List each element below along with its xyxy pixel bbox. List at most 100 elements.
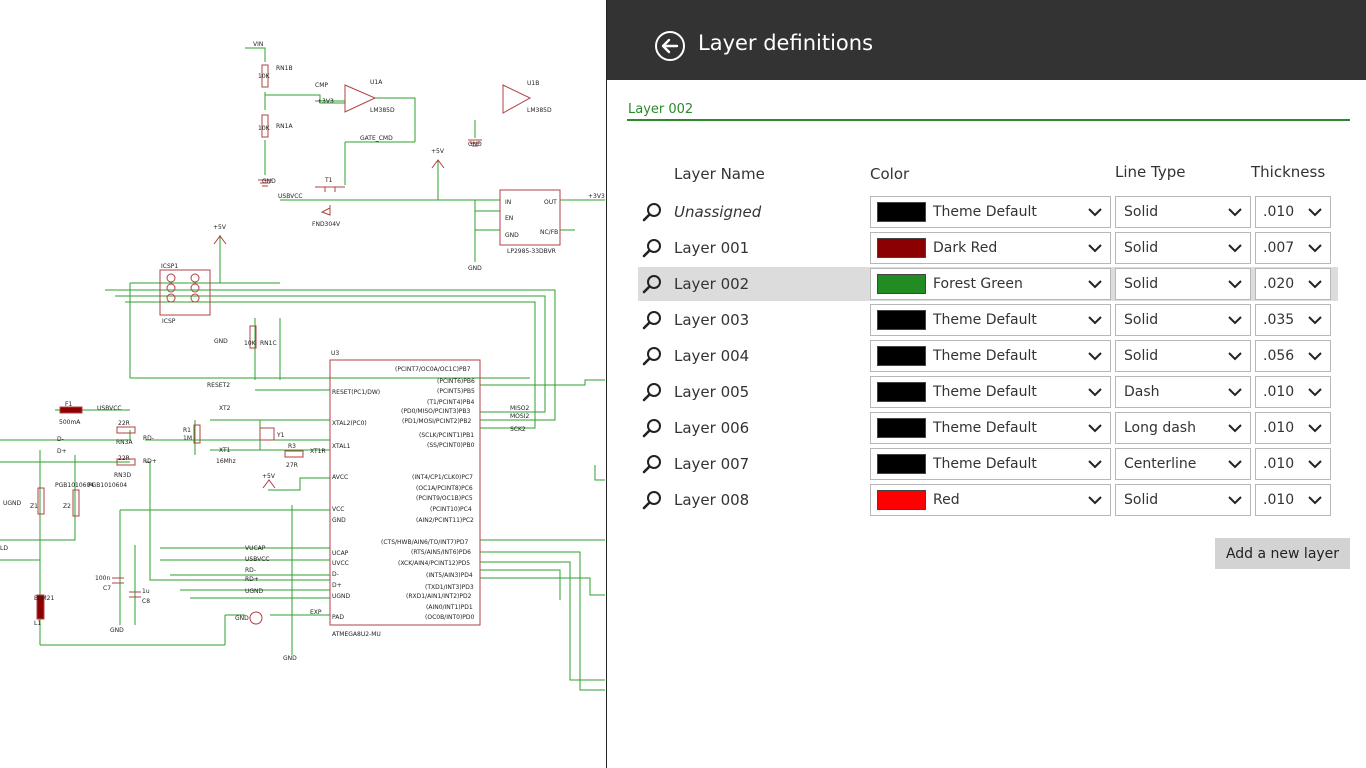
- schematic-label: 10K: [258, 73, 271, 80]
- line-type-dropdown[interactable]: Solid: [1115, 304, 1251, 336]
- color-dropdown[interactable]: Forest Green: [870, 268, 1111, 300]
- schematic-label: (T1/PCINT4)PB4: [427, 399, 474, 406]
- search-icon[interactable]: [642, 418, 662, 438]
- schematic-label: (OC1A/PCINT8)PC6: [416, 485, 473, 492]
- thickness-value: .056: [1263, 348, 1295, 364]
- back-arrow-circle-icon: [655, 31, 685, 61]
- regulator-body: [499, 189, 561, 246]
- schematic-label: R1: [183, 427, 191, 434]
- search-icon[interactable]: [642, 382, 662, 402]
- wire: [480, 379, 605, 386]
- color-swatch: [877, 382, 926, 402]
- schematic-label: CMP: [315, 82, 328, 89]
- search-icon[interactable]: [642, 238, 662, 258]
- schematic-label: XT1: [219, 447, 231, 454]
- schematic-label: XTAL2(PC0): [332, 420, 367, 427]
- thickness-dropdown[interactable]: .007: [1255, 232, 1331, 264]
- schematic-label: GND: [468, 141, 482, 148]
- page-title: Layer definitions: [698, 31, 874, 55]
- schematic-label: GND: [110, 627, 124, 634]
- schematic-label: (PCINT6)PB6: [437, 378, 475, 385]
- schematic-label: (RTS/AIN5/INT6)PD6: [411, 549, 471, 556]
- layer-name: Layer 002: [674, 275, 750, 293]
- resistor: [193, 424, 201, 444]
- search-icon[interactable]: [642, 454, 662, 474]
- back-button[interactable]: [654, 30, 686, 62]
- thickness-dropdown[interactable]: .010: [1255, 448, 1331, 480]
- thickness-value: .010: [1263, 420, 1295, 436]
- thickness-dropdown[interactable]: .020: [1255, 268, 1331, 300]
- thickness-dropdown[interactable]: .010: [1255, 484, 1331, 516]
- color-value: Theme Default: [933, 348, 1037, 364]
- search-icon[interactable]: [642, 274, 662, 294]
- color-dropdown[interactable]: Theme Default: [870, 196, 1111, 228]
- chevron-down-icon: [1308, 460, 1322, 469]
- thickness-dropdown[interactable]: .056: [1255, 340, 1331, 372]
- schematic-label: RD-: [143, 435, 154, 442]
- line-type-dropdown[interactable]: Solid: [1115, 268, 1251, 300]
- chevron-down-icon: [1088, 460, 1102, 469]
- wire: [480, 551, 605, 691]
- schematic-label: XTAL1: [332, 443, 351, 450]
- schematic-label: RN1C: [260, 340, 277, 347]
- line-type-dropdown[interactable]: Dash: [1115, 376, 1251, 408]
- thickness-value: .010: [1263, 384, 1295, 400]
- line-type-value: Solid: [1124, 348, 1159, 364]
- layer-name: Layer 005: [674, 383, 750, 401]
- schematic-label: (AIN2/PCINT11)PC2: [416, 517, 474, 524]
- thickness-dropdown[interactable]: .010: [1255, 412, 1331, 444]
- line-type-dropdown[interactable]: Solid: [1115, 232, 1251, 264]
- line-type-dropdown[interactable]: Solid: [1115, 484, 1251, 516]
- header-pin: [190, 273, 200, 283]
- color-dropdown[interactable]: Theme Default: [870, 304, 1111, 336]
- line-type-dropdown[interactable]: Long dash: [1115, 412, 1251, 444]
- resistor: [261, 114, 269, 138]
- capacitor: [112, 577, 141, 598]
- schematic-label: (OC0B/INT0)PD0: [425, 614, 475, 621]
- search-icon[interactable]: [642, 310, 662, 330]
- line-type-dropdown[interactable]: Solid: [1115, 340, 1251, 372]
- color-dropdown[interactable]: Theme Default: [870, 412, 1111, 444]
- thickness-dropdown[interactable]: .035: [1255, 304, 1331, 336]
- schematic-label: GND: [468, 265, 482, 272]
- mosfet: [315, 186, 345, 216]
- schematic-label: T1: [324, 177, 333, 184]
- color-dropdown[interactable]: Theme Default: [870, 376, 1111, 408]
- thickness-value: .007: [1263, 240, 1295, 256]
- schematic-label: +3V3: [317, 98, 334, 105]
- line-type-dropdown[interactable]: Solid: [1115, 196, 1251, 228]
- thickness-value: .010: [1263, 492, 1295, 508]
- column-header-line-type: Line Type: [1115, 163, 1186, 181]
- search-icon[interactable]: [642, 490, 662, 510]
- schematic-label: (TXD1/INT3)PD3: [425, 584, 474, 591]
- schematic-label: GND: [262, 178, 276, 185]
- color-dropdown[interactable]: Dark Red: [870, 232, 1111, 264]
- search-icon[interactable]: [642, 202, 662, 222]
- wire: [0, 455, 76, 541]
- thickness-dropdown[interactable]: .010: [1255, 196, 1331, 228]
- header-pin: [166, 283, 176, 293]
- color-dropdown[interactable]: Theme Default: [870, 448, 1111, 480]
- color-swatch: [877, 310, 926, 330]
- search-icon[interactable]: [642, 346, 662, 366]
- schematic-label: UGND: [3, 500, 22, 507]
- thickness-dropdown[interactable]: .010: [1255, 376, 1331, 408]
- layer-name: Layer 006: [674, 419, 750, 437]
- line-type-dropdown[interactable]: Centerline: [1115, 448, 1251, 480]
- schematic-label: GATE_CMD: [360, 135, 393, 142]
- color-dropdown[interactable]: Theme Default: [870, 340, 1111, 372]
- chevron-down-icon: [1228, 280, 1242, 289]
- color-dropdown[interactable]: Red: [870, 484, 1111, 516]
- add-layer-button[interactable]: Add a new layer: [1215, 538, 1350, 569]
